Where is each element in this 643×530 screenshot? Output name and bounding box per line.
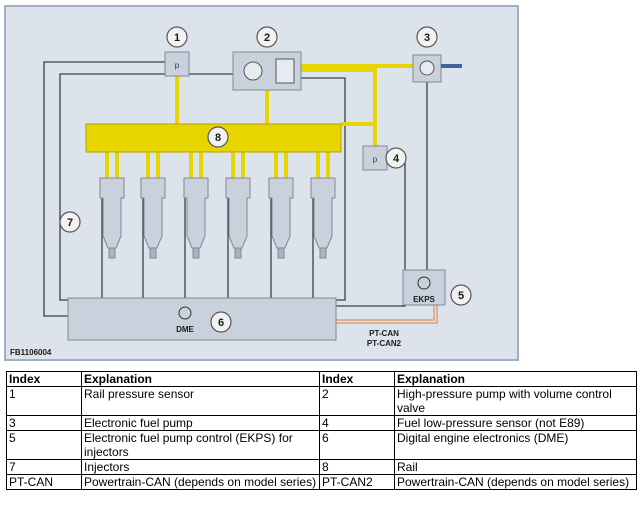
header-explanation-2: Explanation [394,371,637,387]
callout-3: 3 [416,26,438,48]
fuel-low-pressure-sensor: p [362,145,388,171]
svg-text:p: p [373,155,378,164]
signal-wires [43,61,428,317]
index-cell: PT-CAN [6,474,82,490]
figure-id: FB1106004 [10,348,52,357]
injectors [99,177,336,259]
legend-header-row: Index Explanation Index Explanation [6,371,637,387]
explanation-cell: Rail [394,459,637,475]
callout-1: 1 [166,26,188,48]
injector [99,177,125,259]
explanation-cell: Electronic fuel pump control (EKPS) for … [81,430,320,460]
index-cell: 8 [319,459,395,475]
injector [183,177,209,259]
index-cell: 4 [319,415,395,431]
can-bus-lines [336,305,438,324]
callout-number: 1 [174,32,180,44]
explanation-cell: Powertrain-CAN (depends on model series) [81,474,320,490]
injector [225,177,251,259]
callout-5: 5 [450,284,472,306]
fuel-system-diagram: p p EKPS DME PT-CAN PT-CAN2 FB1106004 1 2… [10,26,472,357]
callout-number: 4 [393,153,400,165]
explanation-cell: Rail pressure sensor [81,386,320,416]
callout-4: 4 [385,147,407,169]
pt-can2-label: PT-CAN2 [367,339,402,348]
ekps-label: EKPS [413,295,435,304]
rail-pressure-sensor: p [164,51,190,77]
index-cell: 5 [6,430,82,460]
injector [310,177,336,259]
explanation-cell: Electronic fuel pump [81,415,320,431]
explanation-cell: Digital engine electronics (DME) [394,430,637,460]
callout-7: 7 [59,211,81,233]
callouts: 1 2 3 4 5 6 7 8 [59,26,472,333]
electronic-fuel-pump [412,54,462,83]
index-cell: 2 [319,386,395,416]
index-cell: PT-CAN2 [319,474,395,490]
explanation-cell: High-pressure pump with volume control v… [394,386,637,416]
fuel-lines [105,64,413,178]
callout-number: 3 [424,32,430,44]
callout-number: 2 [264,32,270,44]
dme-module: DME [67,297,337,341]
callout-2: 2 [256,26,278,48]
high-pressure-pump [232,51,302,91]
header-index-1: Index [6,371,82,387]
dme-label: DME [176,325,194,334]
index-cell: 3 [6,415,82,431]
header-explanation-1: Explanation [81,371,320,387]
callout-6: 6 [210,311,232,333]
injector [140,177,166,259]
index-cell: 7 [6,459,82,475]
explanation-cell: Injectors [81,459,320,475]
pt-can-label: PT-CAN [369,329,399,338]
callout-number: 7 [67,217,73,229]
explanation-cell: Fuel low-pressure sensor (not E89) [394,415,637,431]
explanation-cell: Powertrain-CAN (depends on model series) [394,474,637,490]
callout-number: 5 [458,290,464,302]
callout-number: 8 [215,132,221,144]
ekps-module: EKPS [402,269,446,306]
injector [268,177,294,259]
callout-8: 8 [207,126,229,148]
index-cell: 1 [6,386,82,416]
header-index-2: Index [319,371,395,387]
callout-number: 6 [218,317,224,329]
svg-text:p: p [175,61,180,70]
index-cell: 6 [319,430,395,460]
